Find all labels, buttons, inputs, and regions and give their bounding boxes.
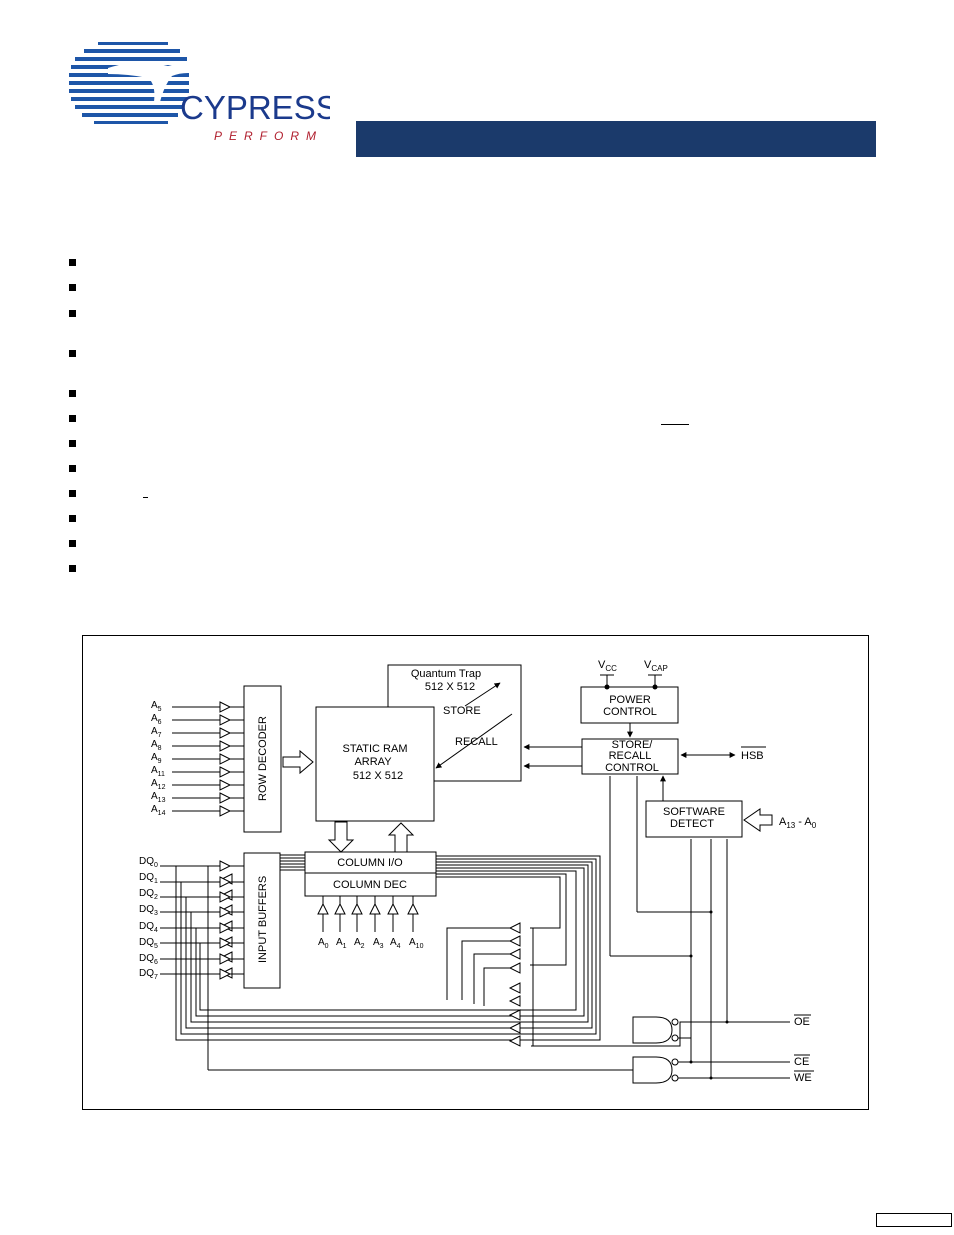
software-detect-label: DETECT [670,818,714,830]
address-label: A9 [151,752,162,765]
column-to-ram-arrow [387,822,415,853]
dq-label: DQ7 [139,968,158,981]
buffer-to-column-bus [280,854,305,871]
static-ram-size: 512 X 512 [353,770,403,782]
store-recall-control-block [581,738,679,775]
store-recall-label: CONTROL [605,762,659,774]
hsb-label: HSB [741,750,764,762]
oe-label: OE [794,1016,810,1028]
quantum-trap-size: 512 X 512 [425,681,475,693]
logo-stripes [69,42,208,124]
address-label: A0 [318,937,329,950]
overbar-mark [661,424,689,425]
dq-label: DQ4 [139,921,158,934]
output-buffers [508,922,521,1047]
data-lines [160,860,633,1071]
vcc-label: VCC [598,659,617,673]
recall-label: RECALL [455,736,498,748]
address-label: A11 [151,765,165,778]
logo-tagline: PERFORM [214,129,323,143]
address-label: A1 [336,937,347,950]
recall-arrow [435,713,513,769]
page-footer-box [876,1213,952,1227]
logo-wordmark: CYPRESS [180,89,330,126]
power-control-label: CONTROL [603,706,657,718]
row-address-lines [172,701,244,817]
dq-label: DQ0 [139,856,158,869]
input-buffers-block [243,852,281,989]
output-bus-wiring [175,855,601,1046]
address-label: A2 [354,937,365,950]
decoder-to-ram-arrow [282,749,314,775]
input-buffers-label: INPUT BUFFERS [257,876,269,963]
bullet-marker [69,540,76,547]
store-label: STORE [443,705,481,717]
row-decoder-label: ROW DECODER [257,716,269,801]
bullet-marker [69,284,76,291]
power-control-label: POWER [609,694,651,706]
bullet-marker [69,415,76,422]
column-io-label: COLUMN I/O [337,857,403,869]
bullet-marker [69,350,76,357]
bullet-marker [69,565,76,572]
logic-gates [632,1016,679,1084]
ram-to-column-arrow [327,821,355,853]
address-bus-input-arrow [743,808,773,832]
dq-label: DQ3 [139,904,158,917]
dq-labels: DQ0 DQ1 DQ2 DQ3 DQ4 DQ5 DQ6 DQ7 [139,856,158,981]
address-label: A6 [151,713,162,726]
dq-label: DQ2 [139,888,158,901]
control-wiring [531,776,790,1079]
software-detect-block [645,800,743,838]
address-label: A4 [390,937,401,950]
bullet-marker [69,440,76,447]
store-recall-label: STORE/ [612,739,654,751]
static-ram-block [315,706,435,822]
address-label: A5 [151,700,162,713]
header-title-bar [356,121,876,157]
column-address-labels: A0 A1 A2 A3 A4 A10 [318,937,424,950]
column-address-inputs [317,896,419,932]
dq-label: DQ5 [139,937,158,950]
cypress-logo: CYPRESS PERFORM [69,42,330,143]
address-label: A13 [151,791,166,804]
junction-dots [689,910,729,1080]
bullet-marker [69,515,76,522]
bullet-marker [69,310,76,317]
bullet-marker [69,390,76,397]
row-address-labels: A5 A6 A7 A8 A9 A11 A12 A13 A14 [151,700,166,817]
store-recall-label: RECALL [609,750,652,762]
static-ram-label: ARRAY [354,756,392,768]
store-arrow [464,682,501,707]
dq-label: DQ1 [139,872,158,885]
software-detect-label: SOFTWARE [663,806,725,818]
address-bus-label: A13 - A0 [779,816,817,830]
block-diagram-frame [82,635,869,1110]
we-label: WE [794,1072,812,1084]
quantum-trap-label: Quantum Trap [411,668,481,680]
column-dec-label: COLUMN DEC [333,879,407,891]
address-label: A10 [409,937,424,950]
address-label: A14 [151,804,166,817]
bullet-marker [69,259,76,266]
overbar-mark [143,497,148,498]
address-label: A7 [151,726,162,739]
bullet-marker [69,465,76,472]
static-ram-label: STATIC RAM [343,743,408,755]
dq-label: DQ6 [139,953,158,966]
ce-label: CE [794,1056,809,1068]
address-label: A12 [151,778,166,791]
bullet-marker [69,490,76,497]
address-label: A3 [373,937,384,950]
vcap-label: VCAP [644,659,668,673]
address-label: A8 [151,739,162,752]
